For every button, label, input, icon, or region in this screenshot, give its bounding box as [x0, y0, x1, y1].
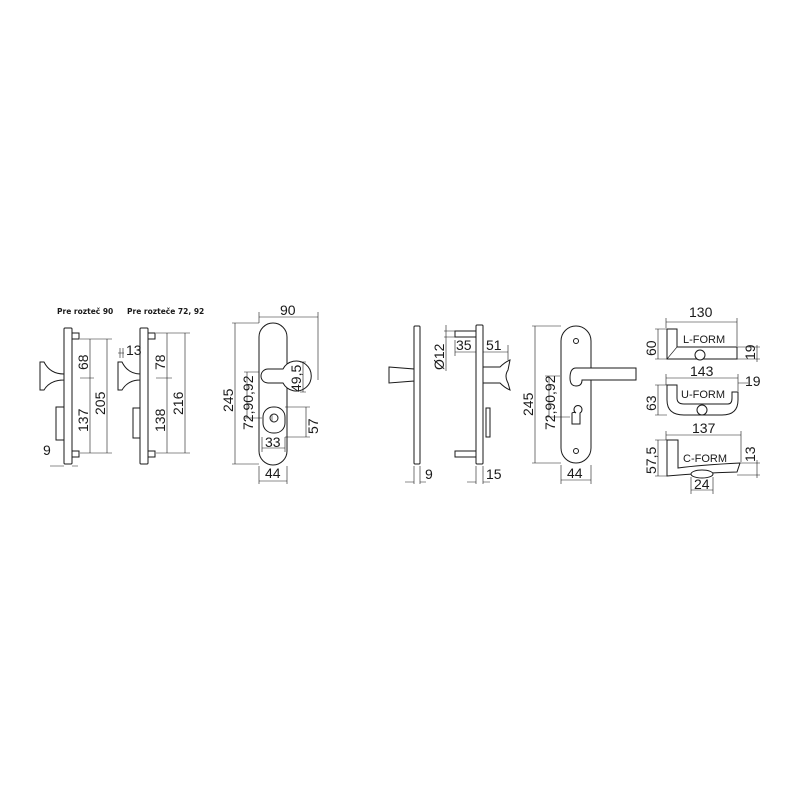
handle-rose [39, 361, 65, 391]
dim-137-c: 137 [692, 420, 716, 436]
dim-57: 57 [305, 418, 321, 434]
lock-box [132, 407, 141, 439]
dim-138: 138 [152, 408, 168, 432]
dim-9: 9 [43, 442, 51, 458]
dim-78: 78 [152, 354, 168, 370]
bottom-pin [71, 450, 80, 458]
lever-c-form: 137 57,5 13 24 C-FORM [643, 420, 760, 494]
handle-rose [117, 361, 141, 391]
dim-19-l: 19 [742, 344, 758, 360]
dim-63: 63 [643, 395, 659, 411]
dim-205: 205 [92, 391, 108, 415]
lock-box [485, 407, 491, 438]
dim-15: 15 [486, 466, 502, 482]
dim-13: 13 [126, 342, 142, 358]
side-view-lever: Ø12 35 51 15 [431, 324, 511, 484]
dim-24: 24 [694, 476, 710, 492]
dim-spacing: 72,90,92 [240, 375, 256, 430]
turn-knob [269, 413, 279, 423]
u-form-lever [666, 384, 739, 416]
lever-u-form: 143 19 63 U-FORM [643, 363, 761, 416]
backplate [139, 327, 149, 465]
dim-60: 60 [643, 340, 659, 356]
bottom-pin [147, 450, 156, 458]
dim-137: 137 [75, 408, 91, 432]
spindle-icon [696, 404, 708, 416]
keyhole [571, 405, 583, 425]
dim-44: 44 [265, 465, 281, 481]
dim-33: 33 [265, 434, 281, 450]
plate [475, 324, 484, 465]
handle-side [482, 359, 511, 391]
c-form-lever [666, 439, 741, 477]
dim-68: 68 [75, 354, 91, 370]
backplate [63, 327, 73, 465]
dim-diameter-12: Ø12 [431, 343, 447, 370]
dim-90: 90 [280, 302, 296, 318]
lever-plate [560, 325, 592, 464]
bottom-pin [454, 450, 477, 458]
side-view-spacing-72-92: Pre rozteče 72, 92 13 78 138 216 [117, 307, 204, 465]
label-c-form: C-FORM [683, 453, 727, 465]
dim-49-5: 49,5 [288, 365, 304, 392]
dim-143: 143 [690, 363, 714, 379]
dim-spacing-b: 72,90,92 [542, 375, 558, 430]
label-u-form: U-FORM [681, 389, 725, 401]
handle-side [388, 366, 415, 384]
lock-box [55, 406, 65, 441]
label-spacing-90: Pre rozteč 90 [57, 307, 113, 316]
dim-245: 245 [220, 388, 236, 412]
front-view-lever-plate: 245 72,90,92 44 [520, 325, 637, 484]
label-l-form: L-FORM [683, 334, 725, 346]
label-spacing-72-92: Pre rozteče 72, 92 [127, 307, 204, 316]
cylinder-cover [260, 360, 312, 392]
front-view-security-shield: 90 245 72,90,92 49,5 57 33 44 [220, 302, 321, 484]
top-pin [147, 332, 156, 340]
dim-57-5: 57,5 [643, 447, 659, 474]
dim-51: 51 [486, 337, 502, 353]
dim-130: 130 [689, 304, 713, 320]
lever-handle [569, 367, 637, 387]
dim-216: 216 [170, 391, 186, 415]
screw-bottom-icon [573, 448, 579, 454]
dim-19-u: 19 [745, 373, 761, 389]
spindle-icon [694, 349, 706, 361]
dim-9-plate: 9 [425, 466, 433, 482]
dim-44-b: 44 [567, 465, 583, 481]
lever-l-form: 130 60 19 L-FORM [643, 304, 760, 362]
dim-245-b: 245 [520, 392, 536, 416]
side-view-spacing-90: Pre rozteč 90 68 137 205 9 [39, 307, 113, 467]
top-pin [454, 330, 477, 338]
spindle-icon [690, 469, 714, 479]
screw-top-icon [573, 338, 579, 344]
dim-13-c: 13 [742, 446, 758, 462]
plate [413, 325, 421, 465]
dim-35: 35 [456, 337, 472, 353]
side-view-plate: 9 [388, 325, 433, 484]
top-pin [71, 332, 80, 340]
